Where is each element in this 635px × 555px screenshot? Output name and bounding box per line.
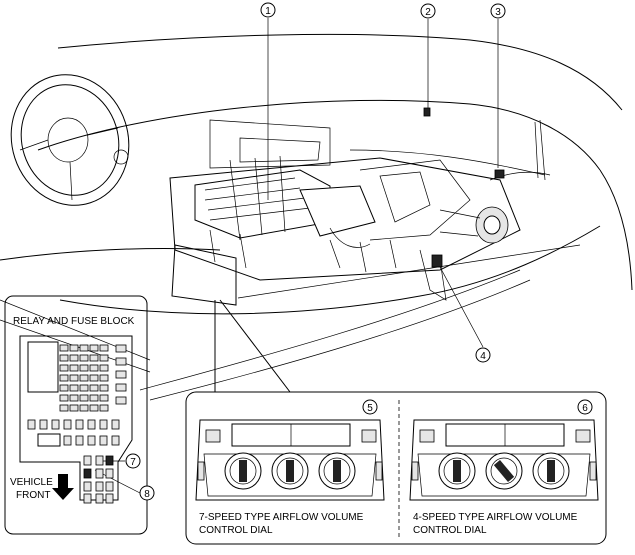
caption-7-speed-line1: 7-SPEED TYPE AIRFLOW VOLUME: [199, 512, 364, 523]
callout-2: 2: [420, 3, 436, 19]
callout-4: 4: [475, 347, 491, 363]
relay-block-title: RELAY AND FUSE BLOCK: [13, 316, 135, 327]
caption-7-speed-line2: CONTROL DIAL: [199, 525, 273, 536]
glove-box-outline: [171, 244, 237, 306]
svg-text:7: 7: [130, 457, 136, 468]
callout-3: 3: [490, 3, 506, 19]
airflow-volume-dial-4: [485, 452, 523, 490]
airflow-volume-dial-7: [271, 452, 309, 490]
climate-unit-4-speed: 4-SPEED TYPE AIRFLOW VOLUME CONTROL DIAL: [409, 419, 599, 536]
callout-5: 5: [362, 399, 378, 415]
svg-text:1: 1: [265, 6, 271, 17]
svg-text:5: 5: [367, 403, 373, 414]
caption-4-speed-line2: CONTROL DIAL: [413, 525, 487, 536]
svg-text:4: 4: [480, 351, 486, 362]
svg-text:6: 6: [582, 403, 588, 414]
hvac-unit-assembly: [169, 107, 551, 301]
mode-dial-4: [532, 452, 570, 490]
callout-8: 8: [139, 485, 155, 501]
climate-unit-7-speed: 7-SPEED TYPE AIRFLOW VOLUME CONTROL DIAL: [195, 419, 385, 536]
climate-control-detail-panel: 7-SPEED TYPE AIRFLOW VOLUME CONTROL DIAL: [185, 391, 607, 545]
vehicle-body-outline: [0, 33, 633, 401]
callout-6: 6: [577, 399, 593, 415]
temperature-dial-4: [438, 452, 476, 490]
vehicle-front-label: VEHICLE: [10, 477, 53, 488]
svg-text:3: 3: [495, 7, 501, 18]
svg-text:2: 2: [425, 7, 431, 18]
steering-wheel: [10, 74, 130, 206]
callout-1: 1: [260, 2, 276, 18]
relay-fuse-block-panel: RELAY AND FUSE BLOCK VEHICLE FRONT: [4, 295, 148, 535]
arrow-down-icon: [52, 474, 74, 500]
mode-dial-7: [318, 452, 356, 490]
fuse-grid: [27, 344, 127, 504]
temperature-dial-7: [224, 452, 262, 490]
callout-7: 7: [125, 453, 141, 469]
vehicle-front-label-2: FRONT: [16, 490, 50, 501]
callout-leaders: [94, 18, 581, 494]
svg-text:8: 8: [144, 489, 150, 500]
caption-4-speed-line1: 4-SPEED TYPE AIRFLOW VOLUME: [413, 512, 578, 523]
